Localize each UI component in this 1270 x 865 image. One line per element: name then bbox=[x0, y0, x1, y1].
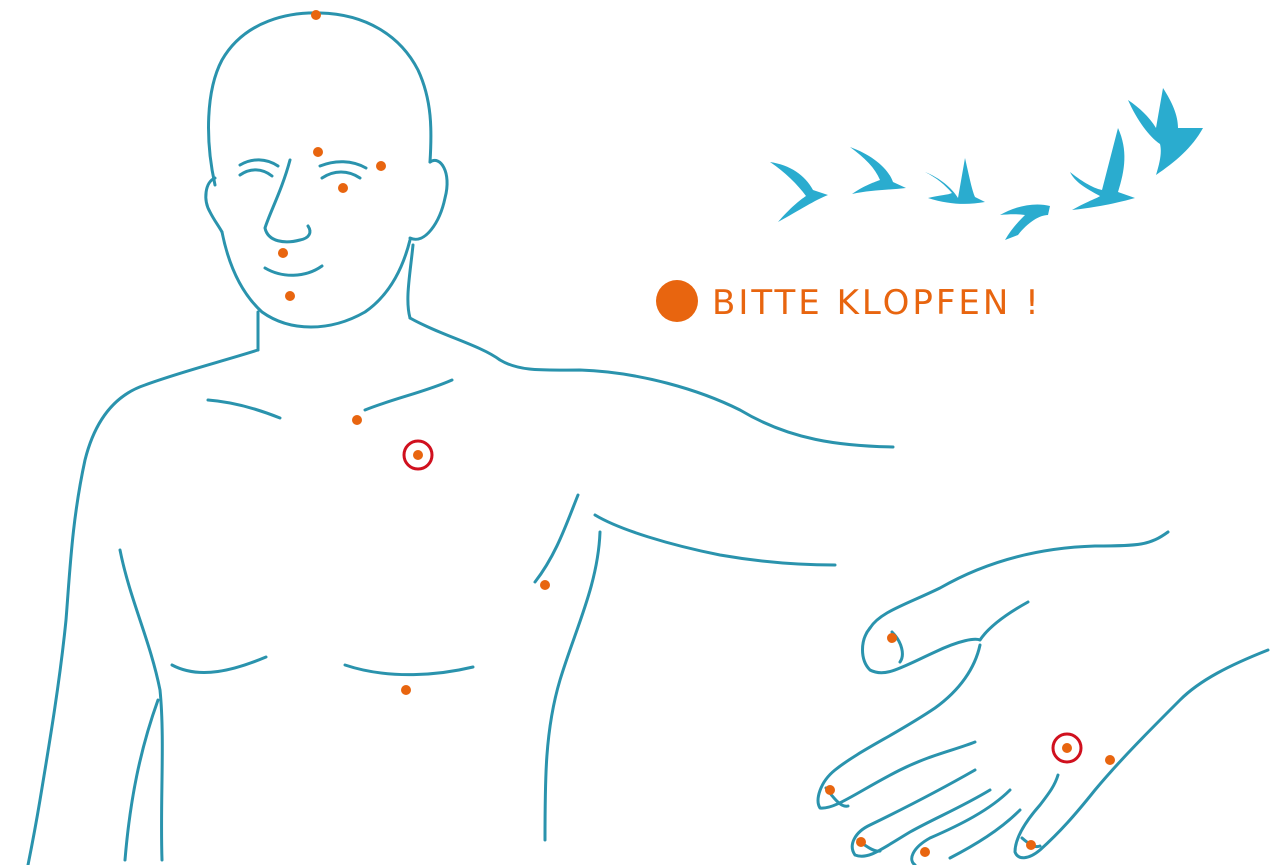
orange-dot-icon bbox=[656, 280, 698, 322]
tap-point-side-of-eye bbox=[376, 161, 386, 171]
top-of-arm bbox=[410, 318, 893, 447]
eyebrow-left bbox=[240, 160, 278, 166]
bird-icon bbox=[1070, 128, 1135, 210]
body-outline bbox=[28, 13, 893, 865]
tap-point-middle-finger bbox=[856, 837, 866, 847]
right-ear bbox=[410, 160, 447, 239]
jaw-outline bbox=[222, 232, 410, 327]
armpit-fold bbox=[535, 495, 578, 582]
hand-outline bbox=[818, 532, 1268, 865]
tap-point-index-finger bbox=[825, 785, 835, 795]
bird-icon bbox=[925, 158, 985, 204]
tap-point-top-of-head bbox=[311, 10, 321, 20]
nose bbox=[265, 160, 310, 242]
tap-point-ring-finger bbox=[920, 847, 930, 857]
tap-point-collarbone bbox=[352, 415, 362, 425]
tap-point-under-eye bbox=[338, 183, 348, 193]
left-inner-arm bbox=[125, 700, 158, 860]
tap-point-little-finger bbox=[1026, 840, 1036, 850]
bird-icon bbox=[850, 147, 906, 194]
left-shoulder bbox=[28, 350, 258, 865]
left-ear bbox=[206, 178, 222, 232]
tap-point-sore-spot bbox=[413, 450, 423, 460]
highlight-rings bbox=[404, 441, 1081, 762]
tap-points bbox=[278, 10, 1115, 857]
tapping-instruction-label: BITTE KLOPFEN ! bbox=[712, 281, 1042, 325]
eyebrow-right bbox=[320, 162, 366, 168]
flying-birds bbox=[770, 88, 1203, 240]
tap-point-thumb bbox=[887, 633, 897, 643]
right-side-torso bbox=[545, 532, 600, 840]
tap-point-under-arm bbox=[540, 580, 550, 590]
neck-right bbox=[408, 245, 413, 318]
bottom-of-arm bbox=[595, 515, 835, 565]
tap-point-chin bbox=[285, 291, 295, 301]
tap-point-under-breast bbox=[401, 685, 411, 695]
head-outline bbox=[209, 13, 431, 185]
eye-right bbox=[322, 172, 360, 178]
hand-back bbox=[870, 532, 1168, 628]
pectoral-right bbox=[345, 665, 473, 675]
tap-point-third-eye bbox=[313, 147, 323, 157]
bird-icon bbox=[1000, 204, 1050, 240]
pectoral-left bbox=[172, 657, 266, 673]
tap-point-gamut bbox=[1062, 743, 1072, 753]
tap-point-under-nose bbox=[278, 248, 288, 258]
collarbone-left bbox=[208, 400, 280, 418]
legend-marker bbox=[656, 280, 698, 322]
eye-left bbox=[240, 170, 272, 176]
mouth bbox=[265, 266, 322, 275]
tap-point-karate-chop bbox=[1105, 755, 1115, 765]
bird-icon bbox=[770, 162, 828, 222]
collarbone-right bbox=[365, 380, 452, 410]
bird-icon bbox=[1128, 88, 1203, 175]
